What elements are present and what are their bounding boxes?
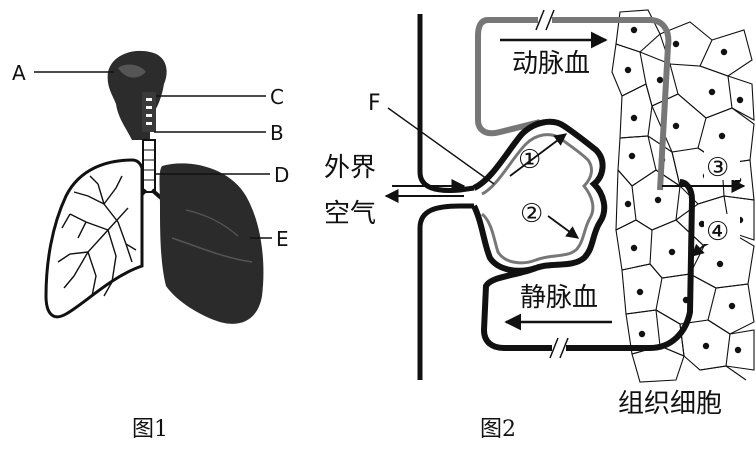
marker-2: ② [520, 199, 543, 229]
label-venous-blood: 静脉血 [520, 283, 598, 313]
figure1-respiratory-system: A C B D E 图1 [12, 51, 289, 442]
label-external-air-line2: 空气 [324, 199, 376, 229]
label-external-air-line1: 外界 [324, 153, 376, 183]
figure2-caption: 图2 [480, 417, 516, 442]
arterial-vessel [478, 20, 668, 190]
label-e: E [276, 227, 289, 251]
label-d: D [274, 163, 289, 187]
trachea [143, 140, 155, 192]
right-lung [160, 163, 264, 324]
label-tissue-cells: 组织细胞 [618, 389, 722, 419]
label-a: A [12, 61, 26, 85]
airway-wall-lower [420, 206, 474, 380]
figure2-gas-exchange: F 动脉血 静脉血 外界 空气 组织细胞 ① ② ③ ④ 图2 [324, 10, 756, 442]
label-b: B [270, 121, 284, 145]
marker-1: ① [518, 145, 541, 175]
left-lung-outline [46, 160, 142, 317]
figure1-caption: 图1 [132, 417, 168, 442]
label-c: C [270, 85, 284, 109]
marker-3: ③ [706, 153, 729, 183]
exchange-arrow-2 [548, 216, 578, 238]
marker-4: ④ [706, 217, 729, 247]
label-arterial-blood: 动脉血 [512, 49, 590, 79]
label-f: F [368, 91, 381, 116]
